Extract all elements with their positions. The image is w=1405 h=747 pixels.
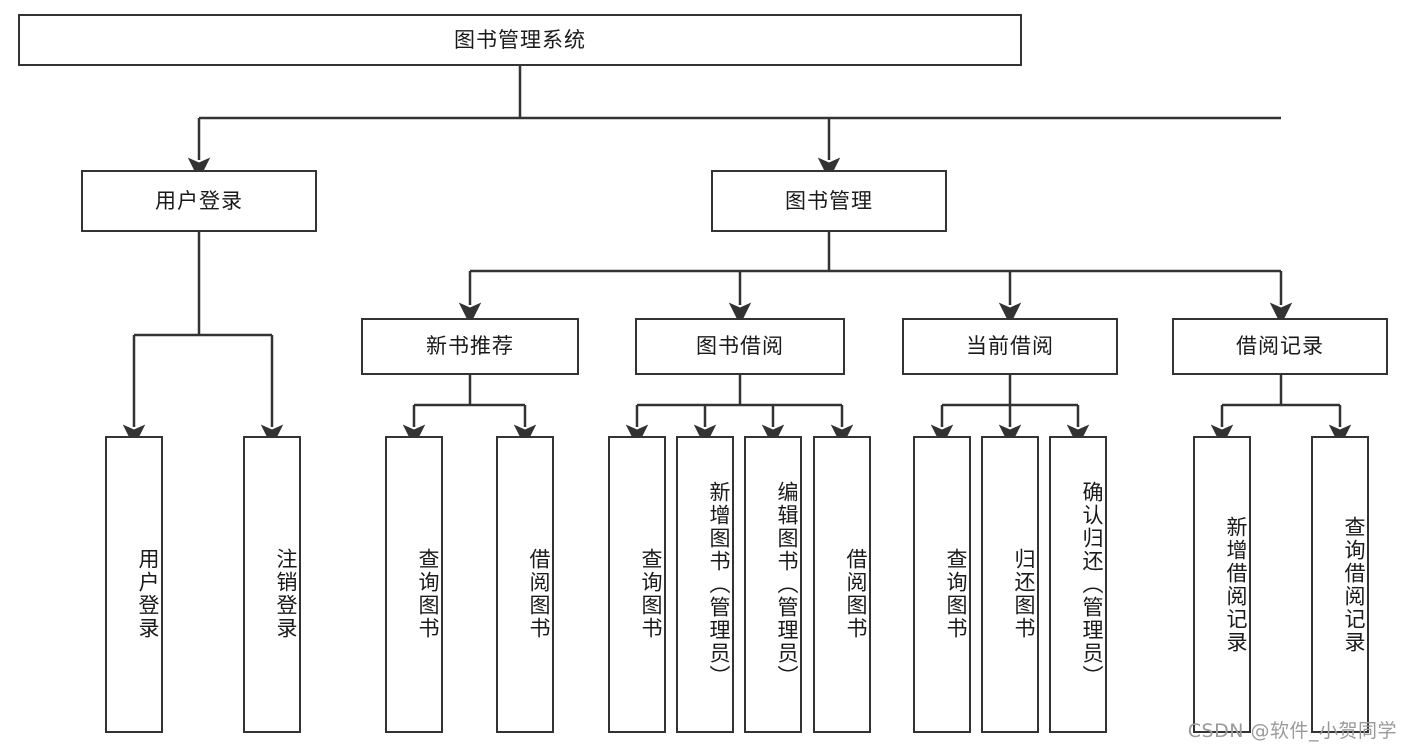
node-user-login[interactable]: 用户登录 [81, 170, 317, 232]
leaf-user-login-logout[interactable]: 注销登录 [243, 436, 301, 733]
node-new-book-recommendation[interactable]: 新书推荐 [361, 318, 579, 375]
leaf-label: 注销登录 [274, 547, 298, 640]
leaf-label: 查询图书 [639, 547, 663, 640]
leaf-borrow-record-query-record[interactable]: 查询借阅记录 [1311, 436, 1369, 733]
node-book-borrowing[interactable]: 图书借阅 [635, 318, 845, 375]
leaf-book-borrow-edit-book-admin[interactable]: 编辑图书（管理员） [744, 436, 802, 733]
leaf-label: 用户登录 [136, 547, 160, 640]
leaf-label: 新增图书（管理员） [707, 481, 731, 688]
watermark-text: CSDN @软件_小贺同学 [1187, 720, 1397, 742]
leaf-book-borrow-add-book-admin[interactable]: 新增图书（管理员） [676, 436, 734, 733]
leaf-current-borrow-confirm-return-admin[interactable]: 确认归还（管理员） [1049, 436, 1107, 733]
leaf-label: 借阅图书 [844, 547, 868, 640]
leaf-new-book-borrow-books[interactable]: 借阅图书 [496, 436, 554, 733]
node-current-borrowing[interactable]: 当前借阅 [902, 318, 1118, 375]
leaf-label: 查询借阅记录 [1342, 515, 1366, 654]
node-root-book-management-system[interactable]: 图书管理系统 [18, 14, 1022, 66]
leaf-current-borrow-return-books[interactable]: 归还图书 [981, 436, 1039, 733]
node-book-management[interactable]: 图书管理 [711, 170, 947, 232]
leaf-current-borrow-query-books[interactable]: 查询图书 [913, 436, 971, 733]
leaf-label: 确认归还（管理员） [1080, 481, 1104, 688]
leaf-label: 归还图书 [1012, 547, 1036, 640]
leaf-borrow-record-add-record[interactable]: 新增借阅记录 [1193, 436, 1251, 733]
leaf-book-borrow-query-books[interactable]: 查询图书 [608, 436, 666, 733]
leaf-label: 查询图书 [416, 547, 440, 640]
leaf-new-book-query-books[interactable]: 查询图书 [385, 436, 443, 733]
node-borrowing-record[interactable]: 借阅记录 [1172, 318, 1388, 375]
leaf-label: 借阅图书 [527, 547, 551, 640]
leaf-label: 新增借阅记录 [1224, 515, 1248, 654]
leaf-book-borrow-borrow-books[interactable]: 借阅图书 [813, 436, 871, 733]
leaf-user-login-login[interactable]: 用户登录 [105, 436, 163, 733]
leaf-label: 编辑图书（管理员） [775, 481, 799, 688]
leaf-label: 查询图书 [944, 547, 968, 640]
